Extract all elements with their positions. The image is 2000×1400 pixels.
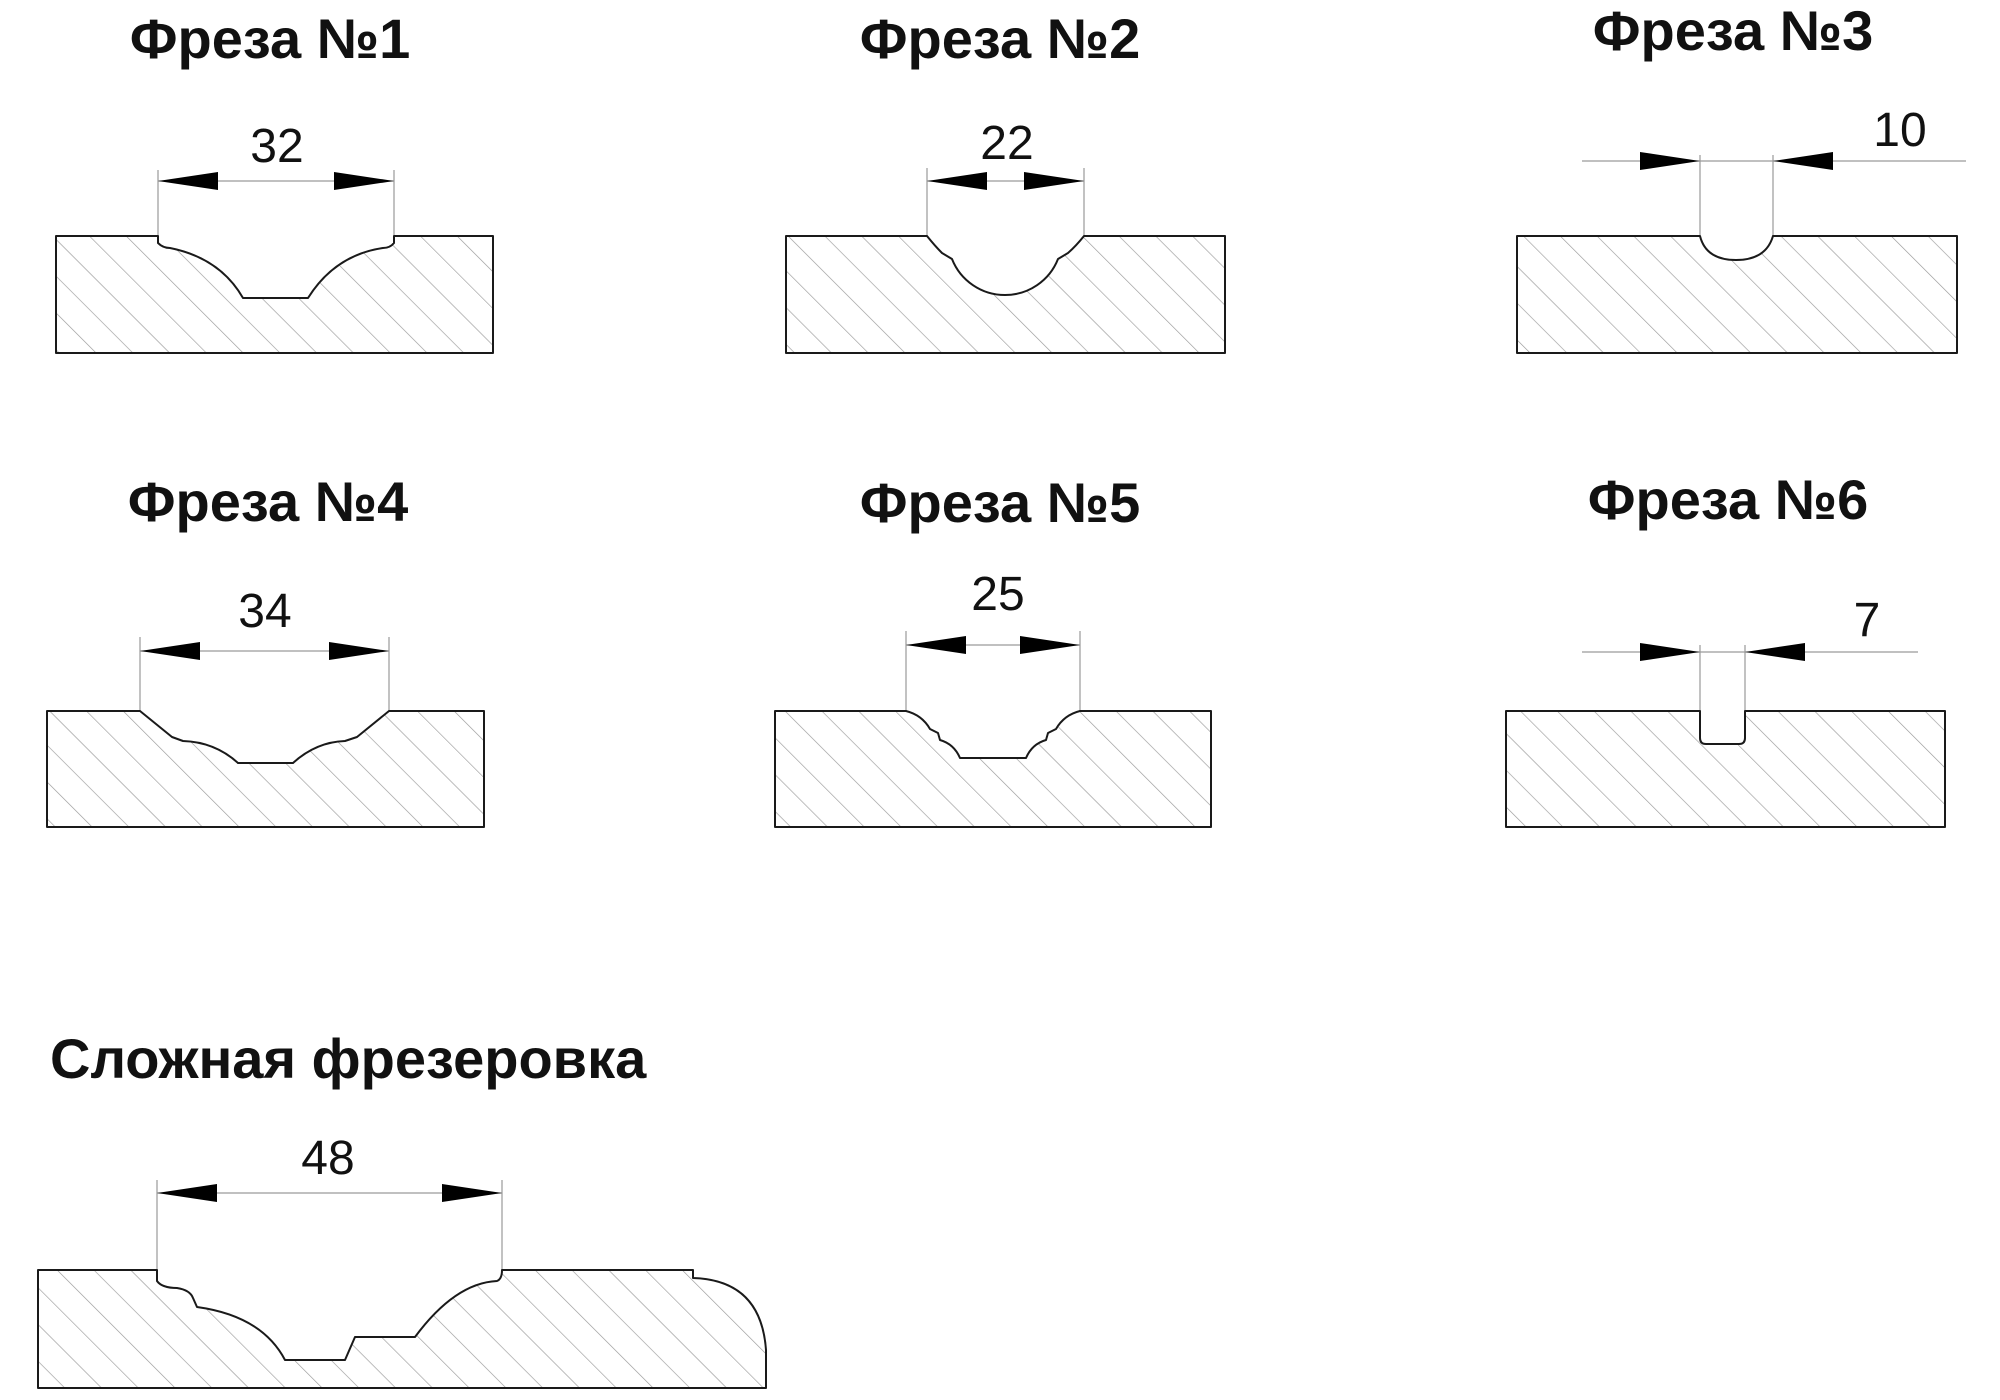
- cutter-6: Фреза №6 7: [1505, 468, 1946, 828]
- arrowhead: [906, 636, 966, 654]
- arrowhead: [140, 642, 200, 660]
- cutter-3-title: Фреза №3: [1593, 0, 1874, 62]
- arrowhead: [1745, 643, 1805, 661]
- cutter-4-dimension: 34: [238, 585, 291, 638]
- cutter-2-profile: [785, 235, 1226, 354]
- cutter-2-title: Фреза №2: [860, 7, 1141, 70]
- arrowhead: [442, 1184, 502, 1202]
- arrowhead: [157, 1184, 217, 1202]
- cutter-1-dimension: 32: [250, 120, 303, 173]
- cutter-2: Фреза №2 22: [785, 7, 1226, 354]
- arrowhead: [1773, 152, 1833, 170]
- arrowhead: [1024, 172, 1084, 190]
- cutter-1: Фреза №1 32: [55, 7, 494, 354]
- cutter-6-title: Фреза №6: [1588, 468, 1869, 531]
- arrowhead: [1020, 636, 1080, 654]
- cutter-6-profile: [1505, 710, 1946, 828]
- arrowhead: [927, 172, 987, 190]
- cutter-5-profile: [774, 710, 1212, 828]
- cutter-5-title: Фреза №5: [860, 471, 1141, 534]
- arrowhead: [1640, 152, 1700, 170]
- complex-profile: [37, 1269, 767, 1389]
- cutter-4-title: Фреза №4: [128, 470, 409, 533]
- cutter-3-profile: [1516, 235, 1958, 354]
- complex-title: Сложная фрезеровка: [50, 1027, 647, 1090]
- arrowhead: [329, 642, 389, 660]
- arrowhead: [1640, 643, 1700, 661]
- arrowhead: [334, 172, 394, 190]
- complex-milling: Сложная фрезеровка 48: [37, 1027, 767, 1389]
- cutter-4: Фреза №4 34: [46, 470, 485, 828]
- cutter-2-dimension: 22: [980, 117, 1033, 170]
- cutter-3: Фреза №3 10: [1516, 0, 1966, 354]
- cutter-6-dimension: 7: [1854, 594, 1881, 647]
- cutter-3-dimension: 10: [1873, 104, 1926, 157]
- cutter-5: Фреза №5 25: [774, 471, 1212, 828]
- cutter-1-title: Фреза №1: [130, 7, 411, 70]
- cutter-5-dimension: 25: [971, 568, 1024, 621]
- cutter-1-profile: [55, 235, 494, 354]
- arrowhead: [158, 172, 218, 190]
- cutter-4-profile: [46, 710, 485, 828]
- complex-dimension: 48: [301, 1132, 354, 1185]
